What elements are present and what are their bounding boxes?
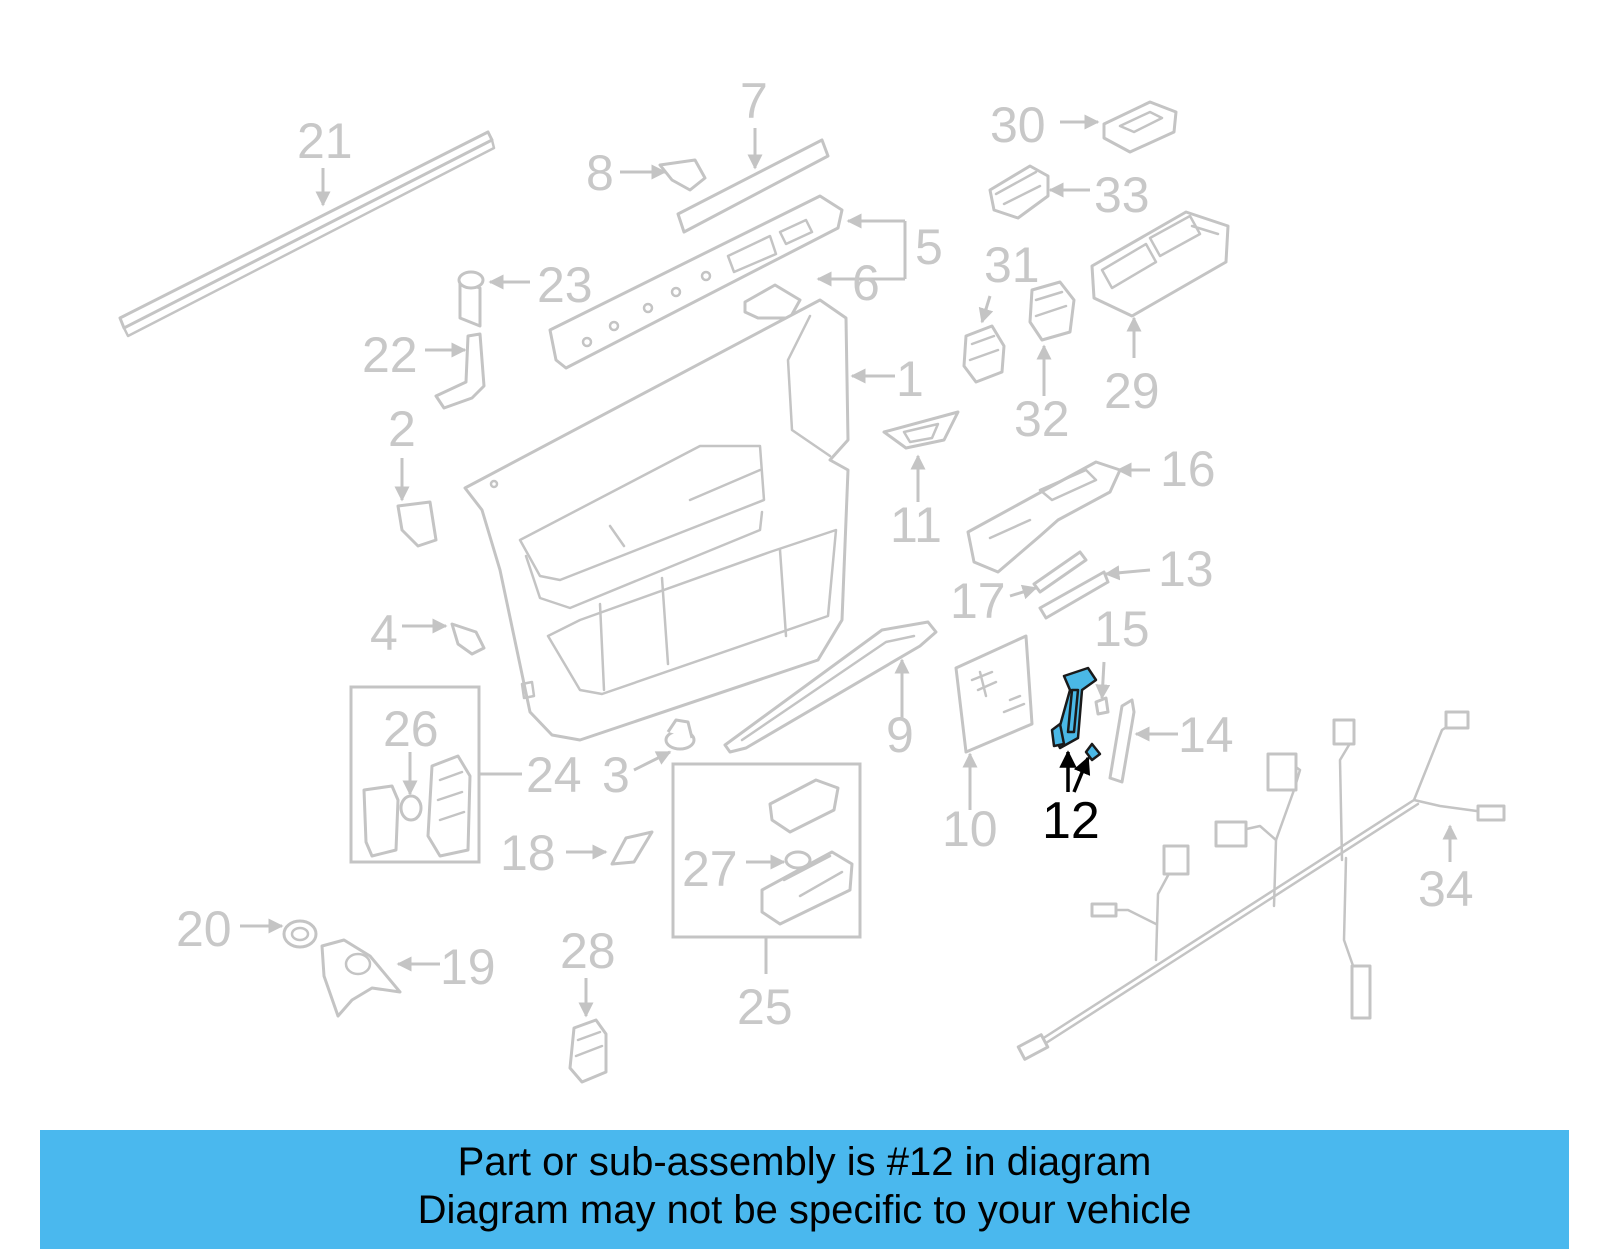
part-4-plug xyxy=(450,622,486,656)
part-9-armrest-trim xyxy=(723,620,938,754)
info-banner: Part or sub-assembly is #12 in diagram D… xyxy=(40,1130,1569,1249)
label-20: 20 xyxy=(176,901,232,957)
label-6: 6 xyxy=(852,255,880,311)
label-15: 15 xyxy=(1094,601,1150,657)
label-4: 4 xyxy=(370,605,398,661)
part-12-bracket-highlighted[interactable] xyxy=(1050,666,1102,762)
part-16-switch-panel xyxy=(966,460,1122,574)
label-10: 10 xyxy=(942,801,998,857)
label-23: 23 xyxy=(537,257,593,313)
part-6-bracket xyxy=(743,283,802,320)
part-29-master-switch xyxy=(1090,210,1230,318)
part-28-clip xyxy=(568,1018,608,1084)
part-3-screw xyxy=(664,718,696,751)
part-17-clip xyxy=(1032,550,1088,594)
part-19-speaker-cover xyxy=(320,938,402,1018)
part-20-grommet xyxy=(282,919,318,949)
label-8: 8 xyxy=(586,145,614,201)
label-32: 32 xyxy=(1014,391,1070,447)
part-23-clip xyxy=(457,270,485,328)
label-24: 24 xyxy=(526,747,582,803)
part-33-switch xyxy=(988,164,1050,220)
label-3: 3 xyxy=(602,747,630,803)
label-22: 22 xyxy=(362,327,418,383)
part-32-switch xyxy=(1028,280,1076,342)
banner-line-2: Diagram may not be specific to your vehi… xyxy=(417,1188,1192,1232)
part-15-clip xyxy=(1094,696,1110,716)
part-30-switch-bezel xyxy=(1102,100,1178,154)
label-5: 5 xyxy=(915,219,943,275)
part-31-switch xyxy=(962,324,1006,384)
part-13-clip xyxy=(1038,570,1110,620)
label-14: 14 xyxy=(1178,707,1234,763)
label-25: 25 xyxy=(737,979,793,1035)
part-14-trim xyxy=(1108,698,1136,784)
label-9: 9 xyxy=(886,707,914,763)
label-33: 33 xyxy=(1094,167,1150,223)
part-26-cap xyxy=(399,794,423,822)
label-13: 13 xyxy=(1158,541,1214,597)
label-16: 16 xyxy=(1160,441,1216,497)
label-29: 29 xyxy=(1104,363,1160,419)
part-24-latch xyxy=(362,754,472,858)
label-17: 17 xyxy=(950,573,1006,629)
banner-line-1: Part or sub-assembly is #12 in diagram xyxy=(457,1140,1152,1184)
part-10-grille xyxy=(954,634,1034,754)
label-2: 2 xyxy=(388,401,416,457)
part-21-molding-strip xyxy=(118,130,496,338)
part-18-trim xyxy=(610,830,654,866)
label-26: 26 xyxy=(383,701,439,757)
label-12: 12 xyxy=(1042,792,1100,850)
part-27-cap xyxy=(784,850,812,870)
label-21: 21 xyxy=(297,113,353,169)
part-2-clip xyxy=(396,500,438,548)
part-1-door-panel xyxy=(463,298,850,742)
label-18: 18 xyxy=(500,825,556,881)
part-5-upper-trim-panel xyxy=(548,194,844,370)
label-7: 7 xyxy=(740,73,768,129)
parts-diagram: 21 7 8 5 6 23 22 2 1 4 3 9 10 11 12 13 1… xyxy=(118,73,1506,1084)
label-11: 11 xyxy=(890,497,942,553)
box-25 xyxy=(671,762,862,939)
label-1: 1 xyxy=(896,351,924,407)
part-25-handle xyxy=(760,778,854,926)
label-28: 28 xyxy=(560,923,616,979)
part-34-wiring-harness xyxy=(1016,710,1506,1061)
part-8-clip xyxy=(658,158,707,192)
part-11-switch-bezel xyxy=(882,410,960,450)
label-30: 30 xyxy=(990,97,1046,153)
label-31: 31 xyxy=(984,237,1040,293)
part-22-bracket xyxy=(434,332,486,410)
label-19: 19 xyxy=(440,939,496,995)
label-27: 27 xyxy=(682,841,738,897)
part-7-trim-strip xyxy=(676,138,830,234)
label-34: 34 xyxy=(1418,861,1474,917)
